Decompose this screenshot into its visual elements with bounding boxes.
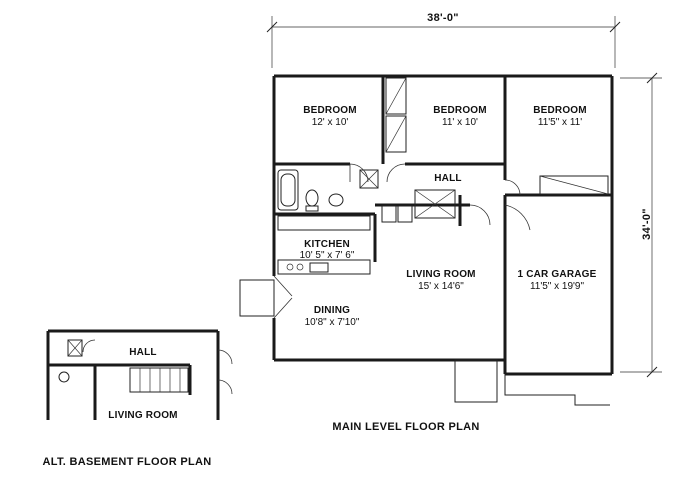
garage-size: 11'5" x 19'9": [530, 281, 585, 292]
closet-details: [359, 77, 609, 219]
hall-name: HALL: [434, 173, 461, 184]
living-room-name: LIVING ROOM: [406, 269, 475, 280]
overall-width-label: 38'-0": [427, 12, 459, 24]
front-porch: [454, 359, 610, 406]
depth-dimension-line: [620, 72, 662, 378]
living-room-size: 15' x 14'6": [418, 281, 464, 292]
alt-basement-walls: [46, 329, 220, 420]
dining-size: 10'8" x 7'10": [305, 317, 360, 328]
bedroom-1-size: 12' x 10': [312, 117, 349, 128]
alt-basement-title: ALT. BASEMENT FLOOR PLAN: [43, 456, 212, 468]
bedroom-3-name: BEDROOM: [533, 105, 587, 116]
alt-living-room-name: LIVING ROOM: [108, 410, 177, 421]
alt-hall-name: HALL: [129, 347, 156, 358]
kitchen-size: 10' 5" x 7' 6": [300, 250, 355, 261]
dining-name: DINING: [314, 305, 350, 316]
bathroom-fixtures: [277, 169, 344, 212]
bedroom-3-size: 11'5" x 11': [538, 117, 582, 128]
width-dimension-line: [266, 16, 621, 68]
garage-name: 1 CAR GARAGE: [517, 269, 596, 280]
kitchen-counters: [277, 205, 413, 275]
bedroom-1-name: BEDROOM: [303, 105, 357, 116]
entry-stoop: [239, 279, 275, 317]
bedroom-2-name: BEDROOM: [433, 105, 487, 116]
main-level-title: MAIN LEVEL FLOOR PLAN: [332, 421, 479, 433]
overall-depth-label: 34'-0": [641, 208, 653, 240]
door-swings: [273, 163, 531, 319]
alt-basement-details: [58, 339, 233, 395]
bedroom-2-size: 11' x 10': [442, 117, 478, 128]
kitchen-name: KITCHEN: [304, 239, 350, 250]
interior-walls: [274, 76, 612, 262]
